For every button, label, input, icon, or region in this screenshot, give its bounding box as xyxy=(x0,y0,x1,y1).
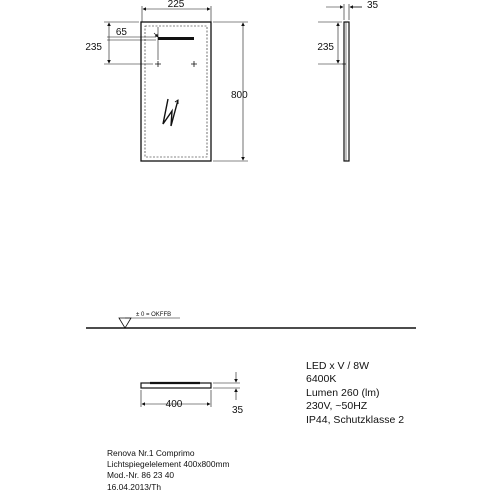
lightning-arrow-head xyxy=(174,99,179,104)
side-height-label: 235 xyxy=(317,42,334,53)
mounting-point-left xyxy=(155,61,161,67)
mirror-inner-outline xyxy=(144,25,208,158)
front-view xyxy=(104,6,248,162)
front-offset-label: 65 xyxy=(116,27,128,38)
top-depth-label: 35 xyxy=(232,405,244,416)
top-width-label: 400 xyxy=(166,399,183,410)
led-light-bar xyxy=(158,37,194,40)
lightning-symbol xyxy=(162,98,179,127)
drawing-date: 16.04.2013/Th xyxy=(107,481,162,492)
mirror-outline xyxy=(140,21,212,162)
spec-voltage: 230V, ~50HZ xyxy=(306,400,368,413)
floor-reference-label: ± 0 = OKFFB xyxy=(136,312,171,318)
front-height-label: 235 xyxy=(85,42,102,53)
spec-protection: IP44, Schutzklasse 2 xyxy=(306,413,405,426)
spec-lumen: Lumen 260 (lm) xyxy=(306,386,380,399)
title-block: Renova Nr.1 Comprimo Lichtspiegelelement… xyxy=(107,448,229,493)
top-view xyxy=(140,372,240,407)
front-width-label: 225 xyxy=(168,0,185,10)
model-number: Mod.-Nr. 86 23 40 xyxy=(107,470,175,481)
spec-led: LED x V / 8W xyxy=(306,360,370,372)
floor-reference-triangle xyxy=(118,317,132,329)
product-name: Renova Nr.1 Comprimo xyxy=(107,448,195,458)
side-view xyxy=(318,4,362,162)
floor-line-group xyxy=(86,317,416,329)
spec-color-temperature: 6400K xyxy=(306,373,337,386)
side-profile xyxy=(343,21,350,162)
product-description: Lichtspiegelelement 400x800mm xyxy=(107,459,230,470)
technical-specifications: LED x V / 8W 6400K Lumen 260 (lm) 230V, … xyxy=(306,360,404,427)
mounting-point-right xyxy=(191,61,197,67)
side-depth-label: 35 xyxy=(367,0,379,11)
front-total-height-label: 800 xyxy=(231,90,248,101)
